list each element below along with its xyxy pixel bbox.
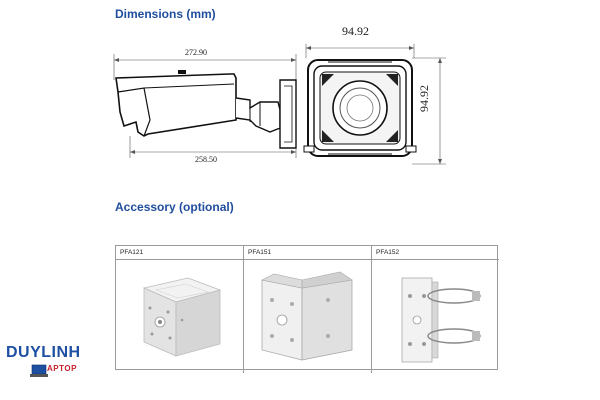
accessory-label-1: PFA121 bbox=[116, 246, 244, 260]
accessory-cell-1 bbox=[116, 260, 244, 373]
overall-length-label: 272.90 bbox=[185, 48, 207, 57]
accessory-heading: Accessory (optional) bbox=[115, 200, 234, 214]
camera-side-view-drawing bbox=[113, 54, 297, 158]
accessory-cell-2 bbox=[244, 260, 372, 373]
corner-mount-bracket-icon bbox=[261, 271, 353, 361]
base-length-label: 258.50 bbox=[195, 155, 217, 164]
accessory-label-3: PFA152 bbox=[372, 246, 499, 260]
front-height-label: 94.92 bbox=[417, 85, 431, 112]
duylinh-laptop-logo: DUYLINH APTOP bbox=[2, 340, 110, 392]
front-width-label: 94.92 bbox=[342, 24, 369, 38]
logo-line-2: APTOP bbox=[47, 364, 77, 373]
accessory-table: PFA121 PFA151 PFA152 bbox=[115, 245, 499, 373]
laptop-icon bbox=[30, 364, 48, 377]
junction-box-icon bbox=[142, 277, 222, 357]
dimensions-heading: Dimensions (mm) bbox=[115, 7, 216, 21]
camera-front-view-drawing bbox=[303, 44, 446, 165]
accessory-label-2: PFA151 bbox=[244, 246, 372, 260]
logo-line-1: DUYLINH bbox=[6, 344, 81, 361]
accessory-cell-3 bbox=[372, 260, 499, 373]
pole-mount-bracket-icon bbox=[401, 277, 481, 363]
